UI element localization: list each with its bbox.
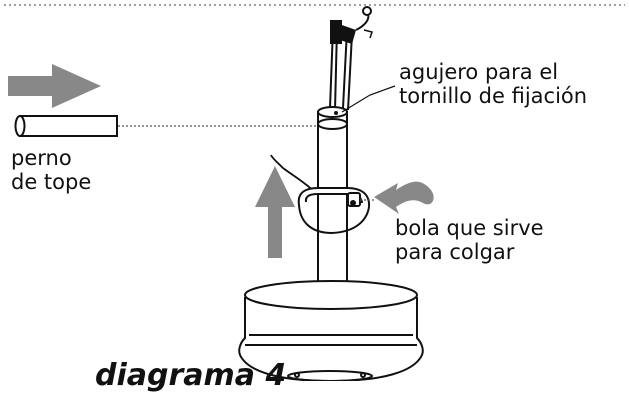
insert-pin-arrow	[8, 64, 101, 108]
stop-pin-label: perno de tope	[11, 146, 92, 194]
hanger-ball-label: bola que sirve para colgar	[395, 216, 544, 264]
rotate-ball-arrow	[374, 181, 434, 214]
hanger-ball	[297, 187, 371, 235]
partial-diagram-caption: diagrama 4	[95, 358, 287, 393]
hole-leader-line	[341, 85, 396, 113]
assembly-diagram	[4, 4, 625, 381]
lift-up-arrow	[255, 166, 295, 258]
hanger-ball-pin-hole	[350, 200, 356, 206]
ground-wire	[270, 154, 319, 196]
set-screw-hole	[334, 111, 338, 115]
motor-housing	[238, 280, 424, 381]
wire-connector	[330, 6, 373, 44]
set-screw-hole-label: agujero para el tornillo de fijación	[399, 60, 588, 108]
stop-pin	[14, 115, 118, 137]
